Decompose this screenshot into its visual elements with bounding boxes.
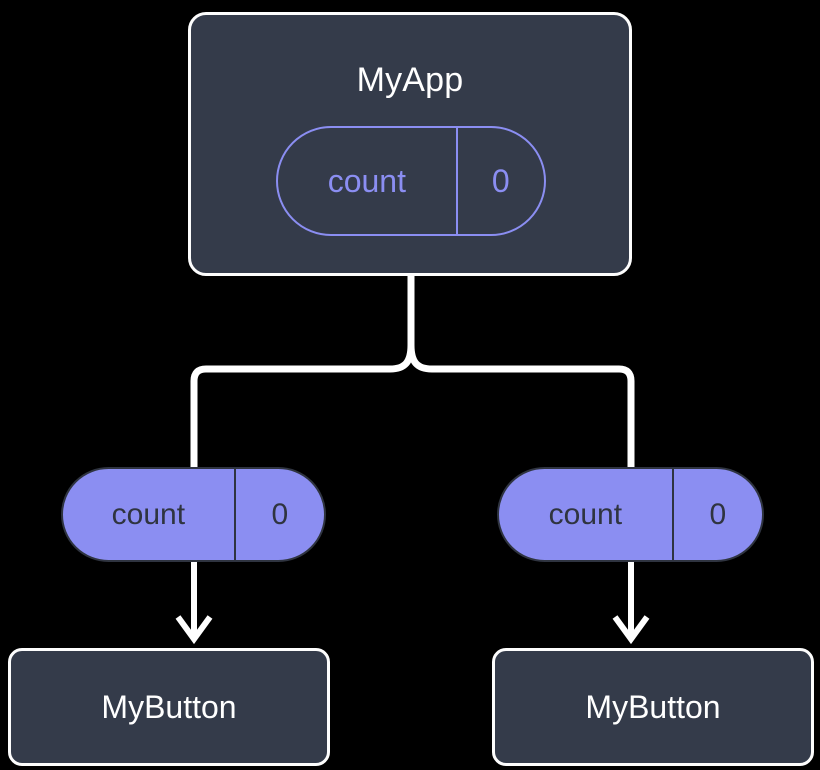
component-card-right-child[interactable]: MyButton: [492, 648, 814, 766]
component-card-left-child[interactable]: MyButton: [8, 648, 330, 766]
state-pill-left-branch-value: 0: [271, 497, 289, 531]
state-pill-root-key: count: [278, 128, 458, 234]
state-pill-root-value: 0: [491, 163, 510, 199]
state-pill-right-branch-value: 0: [709, 497, 727, 531]
arrow-right-head: [612, 615, 650, 645]
state-pill-root[interactable]: count 0: [276, 126, 546, 236]
arrow-left-pill-to-button: [175, 560, 213, 645]
fork-branch-left: [190, 344, 415, 470]
arrow-left-head: [175, 615, 213, 645]
arrow-right-pill-to-button: [612, 560, 650, 645]
fork-connector-root-to-branches: [190, 276, 635, 470]
component-title-root: MyApp: [356, 61, 464, 99]
fork-branch-right: [407, 344, 635, 470]
component-title-left-child: MyButton: [101, 689, 237, 725]
state-pill-right-branch-key: count: [499, 469, 674, 560]
state-pill-left-branch-key: count: [63, 469, 236, 560]
component-title-right-child: MyButton: [585, 689, 721, 725]
state-pill-left-branch[interactable]: count 0: [61, 467, 326, 562]
state-pill-right-branch[interactable]: count 0: [497, 467, 764, 562]
